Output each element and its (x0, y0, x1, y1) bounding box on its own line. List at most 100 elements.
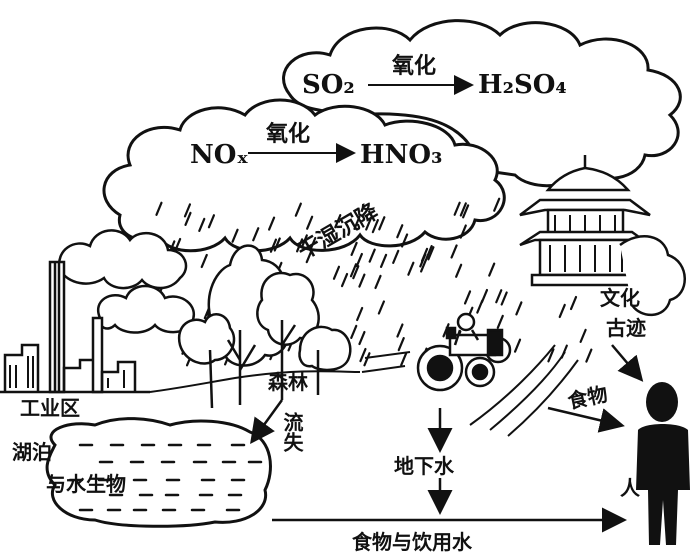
rain-streak (309, 236, 317, 252)
rain-streak (358, 330, 366, 346)
rain-streak (419, 253, 427, 268)
hno3-label: HNO₃ (360, 140, 443, 170)
rain-streak (332, 265, 341, 280)
rain-streak (300, 234, 308, 249)
rain-streak (184, 211, 192, 226)
person-label: 人 (620, 476, 640, 500)
rain-streak (453, 201, 461, 216)
heritage-label-1: 文化 (600, 286, 640, 310)
rain-streak (350, 324, 358, 340)
rain-streak (350, 241, 358, 256)
groundwater-label: 地下水 (394, 454, 454, 478)
rain-streak (268, 216, 276, 231)
rain-streak (371, 219, 379, 234)
lake-label: 湖泊 (12, 440, 52, 464)
rain-streak (495, 289, 503, 304)
h2so4-label: H₂SO₄ (478, 70, 567, 100)
lake-icon (45, 417, 272, 528)
rain-streak (359, 347, 367, 363)
rain-streak (462, 204, 470, 219)
tree-icon (177, 244, 352, 409)
cloud-icon (102, 19, 682, 253)
rain-streak (455, 263, 463, 278)
rain-streak (352, 265, 360, 280)
rain-streak (396, 224, 404, 239)
rain-streak (515, 301, 523, 316)
tractor-icon (416, 312, 512, 392)
rain-streak (269, 238, 278, 253)
rain-streak (340, 272, 349, 288)
rain-streak (355, 252, 363, 268)
pagoda-icon (519, 155, 686, 317)
runoff-arrow (250, 399, 284, 445)
rain-streak (420, 258, 428, 273)
rain-streak (569, 295, 578, 311)
food-water-label: 食物与饮用水 (352, 530, 472, 554)
heritage-to-person-arrow (611, 344, 644, 382)
nox-label: NOₓ (190, 140, 249, 170)
rain-streak (174, 237, 182, 253)
rain-streak (493, 197, 501, 212)
so2-label: SO₂ (302, 70, 355, 100)
rain-streak (358, 273, 366, 288)
rain-streak (374, 274, 382, 290)
rain-streak (463, 290, 472, 305)
rain-streak (488, 262, 496, 277)
rain-streak (392, 249, 400, 264)
rain-streak (368, 248, 376, 263)
rain-streak (365, 216, 373, 231)
rain-streak (513, 338, 522, 353)
rain-streak (459, 224, 467, 239)
nox-oxidation-label: 氧化 (266, 122, 311, 147)
rain-streak (397, 336, 405, 352)
rain-streak (207, 214, 216, 229)
rain-streak (500, 291, 508, 306)
rain-streak (296, 238, 304, 253)
rain-streak (558, 303, 566, 319)
rain-streak (200, 253, 208, 269)
aquatic-label: 与水生物 (46, 472, 126, 496)
rain-streak (585, 348, 593, 363)
rain-streak (183, 203, 192, 218)
runoff-label: 流失 (280, 412, 304, 452)
rain-streak (155, 201, 163, 216)
rain-streak (579, 328, 587, 343)
rain-streak (231, 228, 239, 243)
industrial-label: 工业区 (20, 396, 80, 420)
rain-streak (400, 352, 408, 367)
forest-label: 森林 (268, 370, 308, 394)
rain-streak (407, 261, 415, 276)
rain-streak (306, 215, 314, 230)
rain-streak (450, 244, 458, 259)
rain-streak (496, 314, 504, 329)
rain-streak (480, 288, 489, 304)
rain-streak (396, 323, 404, 338)
rain-streak (252, 227, 260, 242)
ground-line (149, 370, 361, 393)
rain-streak (363, 352, 371, 367)
heritage-label-2: 古迹 (606, 316, 646, 340)
rain-streak (334, 214, 342, 229)
rain-streak (353, 215, 361, 230)
rain-streak (379, 253, 388, 269)
rain-streak (427, 246, 435, 261)
person-icon (636, 382, 690, 545)
rain-streak (401, 233, 409, 248)
rain-streak (547, 348, 555, 363)
rain-streak (425, 245, 433, 260)
rain-streak (378, 216, 386, 231)
smoke-icon (57, 229, 195, 334)
rain-streak (294, 202, 302, 217)
rain-streak (273, 237, 281, 252)
rain-streak (356, 306, 364, 322)
food-to-person-arrow (547, 406, 625, 433)
rain-streak (377, 300, 385, 315)
factory-icon (0, 260, 150, 394)
rain-streak (198, 217, 206, 233)
rain-streak (305, 248, 313, 264)
rain-streak (459, 202, 467, 217)
rain-streak (349, 263, 358, 278)
so2-oxidation-label: 氧化 (392, 54, 437, 79)
